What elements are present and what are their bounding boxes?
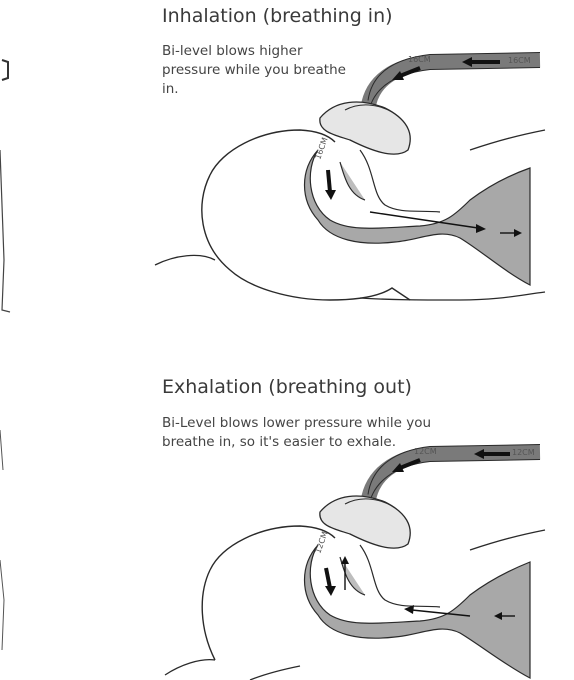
exhalation-title: Exhalation (breathing out) [162, 376, 412, 398]
head-outline [201, 569, 216, 661]
back-line [469, 529, 546, 551]
left-edge-sketch-marks [0, 59, 11, 651]
exhalation-panel: Exhalation (breathing out) Bi-Level blow… [0, 340, 574, 680]
neck-line [359, 291, 546, 301]
soft-palate [359, 149, 441, 213]
airway-arrow-right-1 [369, 211, 479, 229]
airway-passage [303, 544, 531, 679]
inhalation-panel: Inhalation (breathing in) Bi-level blows… [154, 5, 546, 301]
airway-arrow-down [324, 567, 332, 589]
throat-lobe [339, 161, 366, 201]
nose-pressure-label: 16CM [313, 136, 329, 160]
face-outline [209, 129, 336, 176]
nasal-mask [319, 101, 411, 155]
back-line [469, 129, 546, 151]
inhalation-title: Inhalation (breathing in) [162, 5, 393, 27]
head-outline [201, 174, 411, 301]
chin-line [164, 659, 216, 676]
tube-arrow-2 [399, 66, 421, 78]
cpap-tube [360, 52, 541, 110]
exhalation-airway-illustration: 12CM 12CM 12CM [164, 444, 546, 680]
tube-pressure-label-2: 16CM [508, 56, 531, 65]
nasal-mask [319, 495, 411, 549]
lower-line [249, 665, 301, 680]
throat-lobe [339, 556, 366, 596]
exhalation-caption: Bi-Level blows lower pressure while you … [162, 415, 432, 450]
airway-arrow-down [326, 169, 332, 193]
nose-pressure-label: 12CM [313, 530, 329, 554]
soft-palate [359, 544, 441, 608]
tube-arrow-2 [399, 458, 421, 470]
tube-pressure-label-2: 12CM [512, 448, 535, 457]
inhalation-caption: Bi-level blows higher pressure while you… [162, 43, 346, 97]
inhalation-airway-illustration: 16CM 16CM 16CM [154, 52, 546, 301]
airway-arrow-left-1 [411, 609, 471, 617]
tube-pressure-label-1: 16CM [408, 55, 431, 64]
airway-passage [303, 149, 531, 286]
chin-line [154, 254, 216, 266]
face-outline [209, 525, 336, 571]
tube-pressure-label-1: 12CM [414, 447, 437, 456]
cpap-tube [360, 444, 541, 504]
